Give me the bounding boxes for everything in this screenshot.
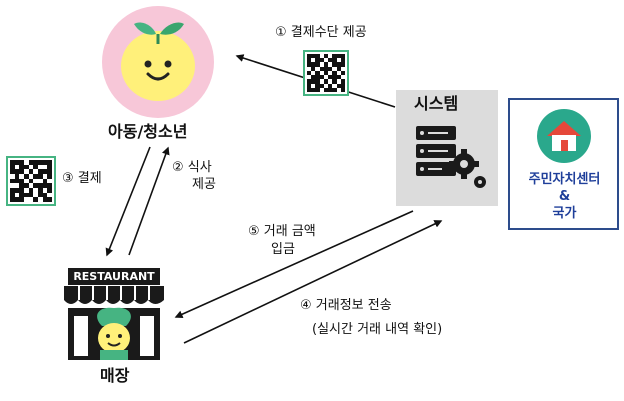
storefront-icon xyxy=(64,286,164,360)
server-gear-icon xyxy=(416,126,486,188)
step-3-label: ③ 결제 xyxy=(62,171,102,186)
arrow-restaurant-to-child xyxy=(128,146,170,256)
step-4-label-line1: ④ 거래정보 전송 xyxy=(300,298,392,313)
qr-code-icon xyxy=(6,156,56,206)
restaurant-node: RESTAURANT 매장 xyxy=(62,268,172,398)
child-label: 아동/청소년 xyxy=(108,122,188,141)
house-icon xyxy=(537,109,591,163)
smiling-sprout-face-icon xyxy=(102,6,214,118)
arrow-child-to-restaurant xyxy=(105,146,151,257)
step-4-label-line2: (실시간 거래 내역 확인) xyxy=(312,322,443,337)
government-line1: 주민자치센터 xyxy=(528,172,601,187)
step-1-label: ① 결제수단 제공 xyxy=(275,25,367,40)
child-node: 아동/청소년 xyxy=(100,4,240,144)
system-node: 시스템 xyxy=(396,90,498,206)
system-label: 시스템 xyxy=(414,94,459,113)
arrow-restaurant-to-system xyxy=(183,220,443,344)
sprout-mascot xyxy=(97,307,131,360)
step-5-label-line1: ⑤ 거래 금액 xyxy=(248,224,316,239)
step-2-label-line2: 제공 xyxy=(192,177,216,192)
arrow-system-to-restaurant xyxy=(174,210,414,318)
restaurant-label: 매장 xyxy=(100,366,130,385)
government-line2: & xyxy=(558,189,571,204)
qr-code-icon xyxy=(303,50,349,96)
government-node: 주민자치센터 & 국가 xyxy=(508,98,619,230)
government-line3: 국가 xyxy=(552,206,577,221)
step-2-label-line1: ② 식사 xyxy=(172,160,212,175)
restaurant-sign: RESTAURANT xyxy=(68,268,160,285)
step-5-label-line2: 입금 xyxy=(271,242,295,257)
